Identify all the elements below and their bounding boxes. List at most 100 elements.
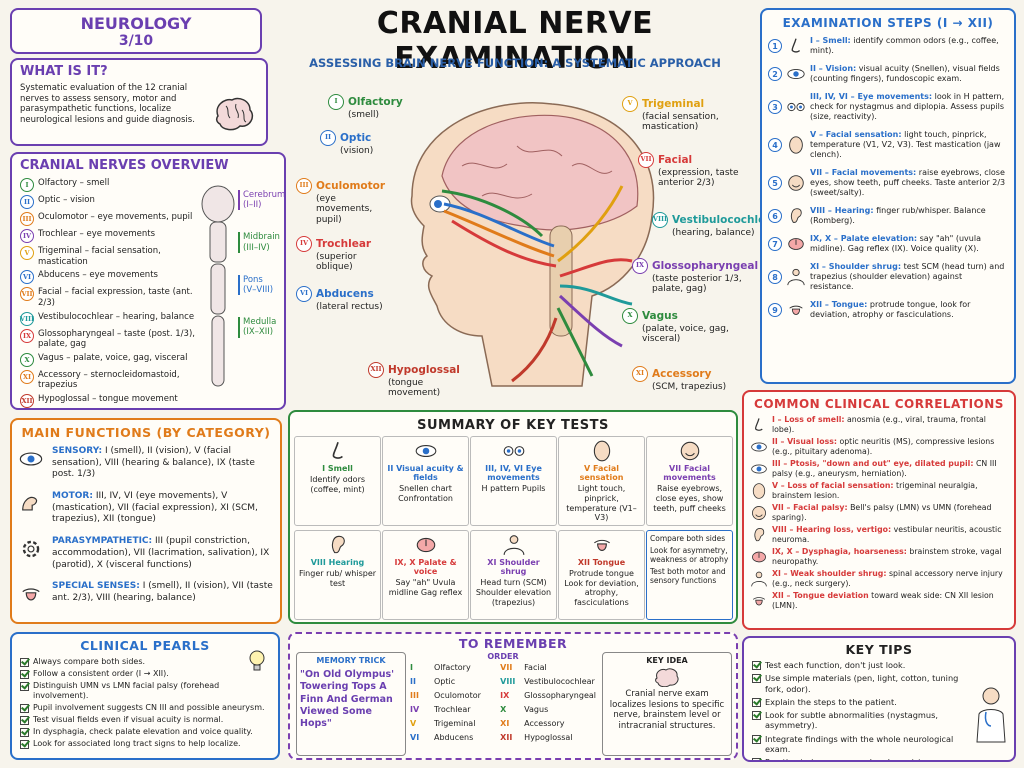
pearl-item: Follow a consistent order (I → XII). bbox=[20, 669, 272, 679]
test-desc: Finger rub/ whisper test bbox=[298, 569, 377, 588]
order-num: X bbox=[500, 705, 507, 714]
nerve-name: Glossopharyngeal bbox=[652, 259, 759, 272]
correlation-head: IX, X – Dysphagia, hoarseness: bbox=[772, 547, 907, 556]
function-desc: III (pupil constriction, accommodation),… bbox=[52, 536, 270, 570]
test-desc: H pattern Pupils bbox=[481, 484, 546, 494]
checkbox-icon bbox=[20, 670, 29, 679]
order-name: Trochlear bbox=[434, 705, 471, 714]
function-item: PARASYMPATHETIC: III (pupil constriction… bbox=[18, 536, 274, 571]
test-name: VII Facial movements bbox=[663, 464, 716, 483]
pearl-item: Look for associated long tract signs to … bbox=[20, 739, 272, 749]
pearl-item: Test visual fields even if visual acuity… bbox=[20, 715, 272, 725]
order-name: Olfactory bbox=[434, 663, 471, 672]
nerve-desc: (smell) bbox=[348, 110, 380, 120]
tips-title: KEY TIPS bbox=[845, 642, 913, 657]
correlation-head: I – Loss of smell: bbox=[772, 415, 845, 424]
test-name: III, IV, VI Eye movements bbox=[485, 464, 542, 483]
nerve-desc: (eye movements, pupil) bbox=[316, 194, 373, 225]
nerve-number: II bbox=[320, 130, 336, 146]
step-head: III, IV, VI – Eye movements: bbox=[810, 92, 933, 101]
tips-panel: KEY TIPS Test each function, don't just … bbox=[742, 636, 1016, 762]
tongue-icon bbox=[22, 588, 40, 601]
step-number: 2 bbox=[768, 67, 782, 81]
tip-text: Test each function, don't just look. bbox=[765, 660, 906, 670]
test-name: XI Shoulder shrug bbox=[487, 558, 540, 577]
step-text: XII – Tongue: protrude tongue, look for … bbox=[810, 300, 1008, 320]
order-num: XII bbox=[500, 733, 513, 742]
order-name: Facial bbox=[524, 663, 547, 672]
step-head: II – Vision: bbox=[810, 64, 857, 73]
nerve-number: III bbox=[296, 178, 312, 194]
doctor-icon bbox=[976, 687, 1006, 743]
nerve-number: VII bbox=[638, 152, 654, 168]
function-text: SPECIAL SENSES: I (smell), II (vision), … bbox=[52, 581, 274, 604]
correlation-text: II – Visual loss: optic neuritis (MS), c… bbox=[772, 437, 1008, 456]
overview-item-text: Hypoglossal – tongue movement bbox=[38, 394, 178, 404]
nerve-number: IX bbox=[632, 258, 648, 274]
badge-line2: 3/10 bbox=[118, 33, 154, 49]
checkbox-icon bbox=[20, 682, 29, 691]
nerve-number: IV bbox=[20, 229, 34, 243]
correlation-text: XI – Weak shoulder shrug: spinal accesso… bbox=[772, 569, 1008, 588]
order-name: Vagus bbox=[524, 705, 549, 714]
overview-item-text: Abducens – eye movements bbox=[38, 270, 158, 281]
correlation-item: II – Visual loss: optic neuritis (MS), c… bbox=[750, 437, 1008, 456]
nose-icon bbox=[791, 38, 801, 53]
checkbox-icon bbox=[20, 658, 29, 667]
pearl-item: Pupil involvement suggests CN III and po… bbox=[20, 703, 272, 713]
test-name: II Visual acuity & fields bbox=[387, 464, 464, 483]
summary-bullet: Test both motor and sensory functions bbox=[650, 567, 726, 585]
pearl-text: Look for associated long tract signs to … bbox=[33, 739, 241, 748]
ear-icon bbox=[331, 535, 345, 554]
correlation-desc: toward weak side: CN XII lesion (LMN). bbox=[772, 591, 994, 610]
test-name: V Facial sensation bbox=[579, 464, 624, 483]
correlation-text: XII – Tongue deviation toward weak side:… bbox=[772, 591, 1008, 610]
key-idea-text: Cranial nerve exam localizes lesions to … bbox=[609, 689, 725, 731]
nerve-number: X bbox=[622, 308, 638, 324]
overview-item: VI Abducens – eye movements bbox=[20, 270, 210, 285]
nerve-number: II bbox=[20, 195, 34, 209]
function-item: SENSORY: I (smell), II (vision), V (faci… bbox=[18, 446, 274, 481]
test-desc: Identify odors (coffee, mint) bbox=[309, 475, 366, 494]
region-range: (IX–XII) bbox=[243, 327, 274, 338]
checkbox-icon bbox=[752, 734, 761, 744]
region-name: Pons bbox=[243, 274, 263, 285]
step-desc: protrude tongue, look for deviation, atr… bbox=[810, 300, 971, 319]
correlation-desc: Bell's palsy (LMN) vs UMN (forehead spar… bbox=[772, 503, 992, 522]
correlations-panel: COMMON CLINICAL CORRELATIONS I – Loss of… bbox=[742, 390, 1016, 630]
nerve-number: V bbox=[622, 96, 638, 112]
order-num: VI bbox=[410, 733, 420, 742]
correlations-title: COMMON CLINICAL CORRELATIONS bbox=[754, 397, 1004, 411]
nerve-number: IX bbox=[20, 328, 34, 343]
nerve-number: XII bbox=[368, 362, 384, 378]
key-idea-title: KEY IDEA bbox=[646, 656, 688, 665]
nerve-label-head: IX Glossopharyngeal bbox=[632, 258, 758, 274]
checkbox-icon bbox=[752, 661, 761, 670]
checkbox-icon bbox=[752, 697, 761, 707]
pearl-item: In dysphagia, check palate elevation and… bbox=[20, 727, 272, 737]
checkbox-icon bbox=[20, 716, 29, 725]
tip-item: Use simple materials (pen, light, cotton… bbox=[752, 673, 974, 694]
nerve-name: Trochlear bbox=[316, 237, 372, 250]
page-title: CRANIAL NERVE EXAMINATION bbox=[376, 6, 654, 76]
brain-icon bbox=[215, 97, 254, 131]
what-is-it-panel: WHAT IS IT? Systematic evaluation of the… bbox=[10, 58, 268, 146]
nerve-number: VI bbox=[20, 270, 34, 285]
nerve-desc: (expression, taste anterior 2/3) bbox=[658, 168, 739, 189]
